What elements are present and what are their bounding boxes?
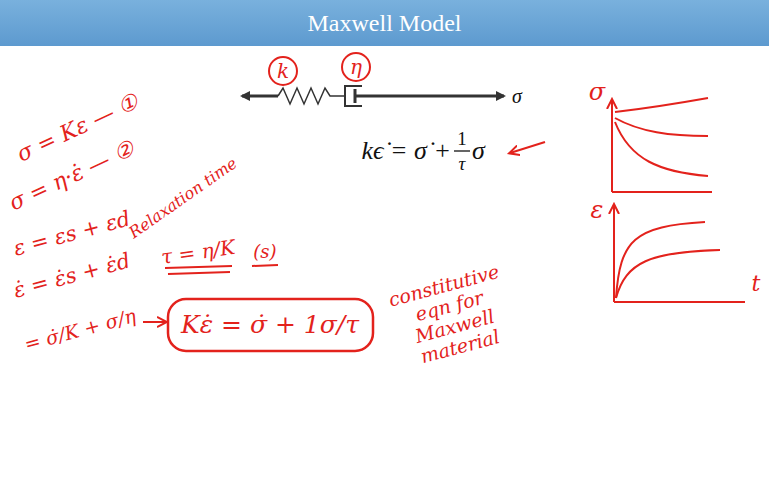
- circle-outline: [269, 57, 297, 85]
- circle-outline: [342, 53, 370, 81]
- graph-curve: [616, 222, 705, 298]
- fraction-denominator: τ: [459, 154, 466, 175]
- box-outline: [168, 299, 373, 351]
- graph-axis: [614, 301, 745, 303]
- underline-stroke: [168, 272, 230, 274]
- fraction-numerator: 1: [457, 129, 467, 150]
- spring-symbol: [278, 88, 345, 104]
- force-label: σ: [512, 85, 522, 107]
- graph-curve: [615, 118, 708, 136]
- handwritten-equation: = σ̇/K + σ/η: [22, 305, 138, 355]
- unit-label: (s): [253, 242, 276, 262]
- underline-stroke: [252, 265, 278, 266]
- graph-curve: [615, 98, 708, 112]
- slide-title: Maxwell Model: [0, 0, 769, 46]
- parameter-circle: η: [341, 52, 371, 82]
- handwritten-equation: τ = η/K: [160, 236, 237, 268]
- axis-label: σ: [589, 79, 605, 105]
- graph-axis: [611, 100, 613, 192]
- equation-text: kϵ̇ = σ̇ +: [362, 137, 451, 166]
- handwritten-note: constitutive eqn for Maxwell material: [374, 258, 531, 375]
- title-bar: [0, 0, 769, 46]
- constitutive-equation-box: Kε̇ = σ̇ + 1σ/τ: [167, 298, 374, 352]
- parameter-circle: k: [268, 56, 298, 86]
- axis-label: t: [752, 272, 761, 296]
- graph-curve: [615, 122, 708, 176]
- title-text: Maxwell Model: [308, 10, 462, 37]
- force-arrow: [242, 95, 278, 98]
- annotation-arrow: [510, 142, 545, 153]
- node-text: k: [277, 60, 289, 82]
- equation-text: σ: [472, 137, 485, 166]
- axis-label: ε: [591, 197, 604, 223]
- node-text: η: [350, 56, 362, 78]
- fraction-bar: [454, 150, 470, 151]
- force-arrow: [355, 95, 504, 98]
- handwritten-note: Relaxation time: [126, 154, 241, 242]
- graph-curve: [616, 250, 720, 298]
- annotation-arrow: [143, 321, 166, 323]
- graph-axis: [613, 205, 615, 302]
- graph-axis: [612, 191, 712, 193]
- node-text: Kε̇ = σ̇ + 1σ/τ: [181, 311, 359, 339]
